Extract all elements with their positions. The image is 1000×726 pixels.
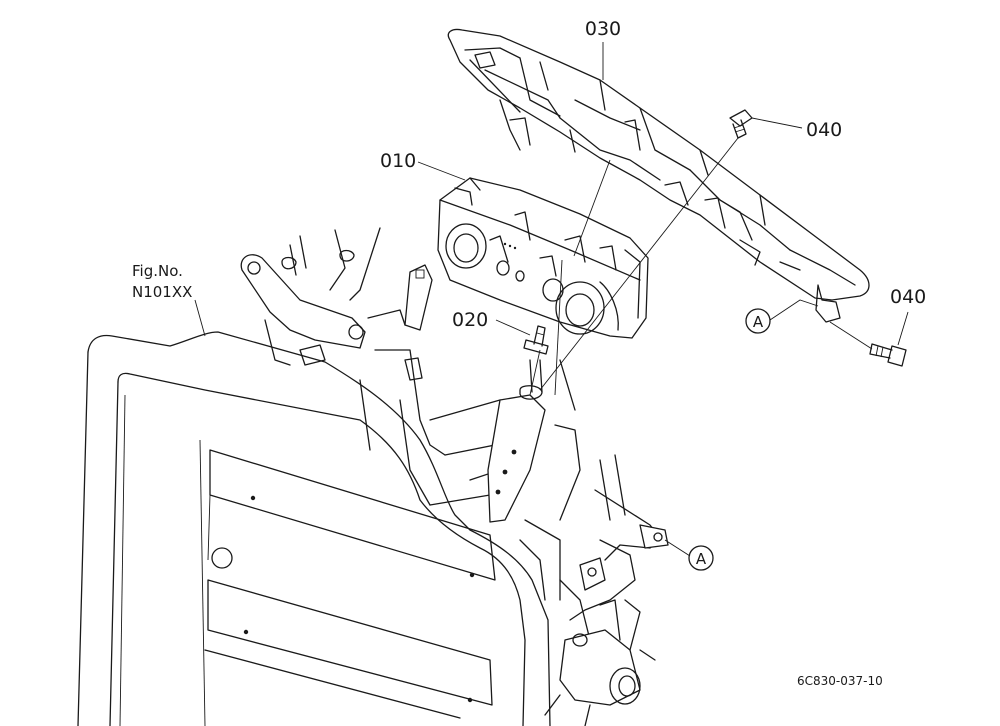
fig-ref-line1: Fig.No. — [132, 262, 183, 280]
reference-marker-a-upper: A — [745, 308, 771, 334]
reference-a-lower-text: A — [696, 550, 707, 568]
reference-marker-a-lower: A — [688, 545, 714, 571]
drawing-code: 6C830-037-10 — [797, 674, 883, 688]
part-label-030: 030 — [585, 18, 621, 40]
support-frame — [240, 227, 669, 726]
screw-020 — [523, 325, 549, 355]
part-label-020: 020 — [452, 309, 488, 331]
part-label-040-upper: 040 — [806, 119, 842, 141]
screw-040-lower — [869, 343, 907, 367]
leader-lines — [194, 42, 909, 557]
cover-panel-030 — [447, 28, 870, 323]
part-label-010: 010 — [380, 150, 416, 172]
fig-ref-line2: N101XX — [132, 283, 192, 301]
meter-cluster-010 — [437, 177, 649, 339]
screw-040-upper — [729, 109, 753, 139]
reference-a-upper-text: A — [753, 313, 764, 331]
part-label-040-lower: 040 — [890, 286, 926, 308]
dash-panel — [77, 331, 551, 726]
